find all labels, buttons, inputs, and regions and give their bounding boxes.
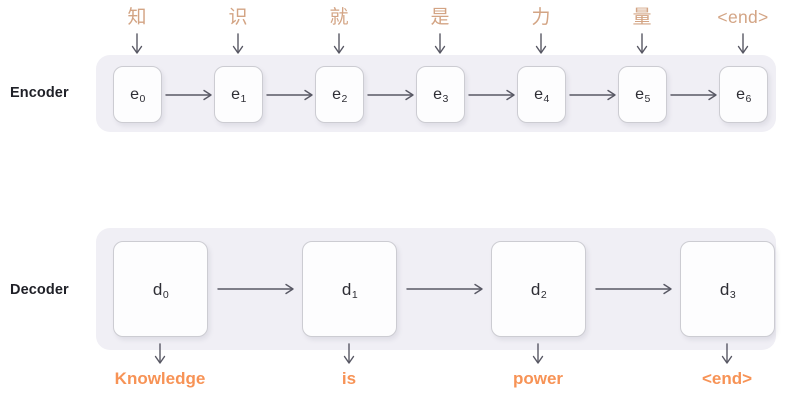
decoder-output-token-end: <end> xyxy=(701,369,753,389)
encoder-cell-label: e5 xyxy=(635,85,651,105)
decoder-cell-d2: d2 xyxy=(491,241,586,337)
encoder-cell-e2: e2 xyxy=(315,66,364,123)
encoder-cell-label: e1 xyxy=(231,85,247,105)
decoder-output-token-text: Knowledge xyxy=(114,369,206,388)
decoder-row-label: Decoder xyxy=(10,282,69,298)
encoder-input-token-text: 知 xyxy=(127,7,147,28)
encoder-input-arrow xyxy=(232,33,244,54)
decoder-output-token: is xyxy=(341,369,357,389)
encoder-input-token-text: 量 xyxy=(632,7,652,28)
encoder-cell-e0: e0 xyxy=(113,66,162,123)
decoder-cell-label: d3 xyxy=(719,279,736,301)
encoder-input-arrow xyxy=(636,33,648,54)
encoder-input-arrow xyxy=(333,33,345,54)
decoder-cell-d3: d3 xyxy=(680,241,775,337)
encoder-cell-label: e6 xyxy=(736,85,752,105)
decoder-output-token: power xyxy=(512,369,564,389)
decoder-cell-label: d0 xyxy=(152,279,169,301)
decoder-output-token-text: is xyxy=(341,369,357,388)
encoder-input-token-end: <end> xyxy=(717,7,769,27)
encoder-input-token: 识 xyxy=(228,7,248,29)
encoder-input-token-text: 识 xyxy=(228,7,248,28)
encoder-cell-label: e0 xyxy=(130,85,146,105)
encoder-input-token: 力 xyxy=(531,7,551,29)
decoder-cell-d0: d0 xyxy=(113,241,208,337)
decoder-output-token-text: power xyxy=(512,369,564,388)
encoder-input-arrow xyxy=(434,33,446,54)
encoder-input-token: 就 xyxy=(329,7,349,29)
encoder-cell-e6: e6 xyxy=(719,66,768,123)
encoder-input-token-text: <end> xyxy=(717,7,769,27)
encoder-input-token-text: 是 xyxy=(430,7,450,28)
encoder-input-token: 量 xyxy=(632,7,652,29)
encoder-input-token: 是 xyxy=(430,7,450,29)
decoder-cell-d1: d1 xyxy=(302,241,397,337)
decoder-cell-label: d2 xyxy=(530,279,547,301)
encoder-input-arrow xyxy=(535,33,547,54)
encoder-cell-label: e4 xyxy=(534,85,550,105)
encoder-cell-e5: e5 xyxy=(618,66,667,123)
encoder-cell-e4: e4 xyxy=(517,66,566,123)
encoder-cell-e1: e1 xyxy=(214,66,263,123)
decoder-cell-label: d1 xyxy=(341,279,358,301)
encoder-input-token-text: 就 xyxy=(329,7,349,28)
encoder-input-token-text: 力 xyxy=(531,7,551,28)
decoder-output-token-text: <end> xyxy=(701,369,753,388)
encoder-cell-label: e2 xyxy=(332,85,348,105)
encoder-row-label: Encoder xyxy=(10,85,69,101)
encoder-input-arrow xyxy=(131,33,143,54)
encoder-input-token: 知 xyxy=(127,7,147,29)
encoder-cell-e3: e3 xyxy=(416,66,465,123)
encoder-input-arrow xyxy=(737,33,749,54)
decoder-output-token: Knowledge xyxy=(114,369,206,389)
encoder-cell-label: e3 xyxy=(433,85,449,105)
